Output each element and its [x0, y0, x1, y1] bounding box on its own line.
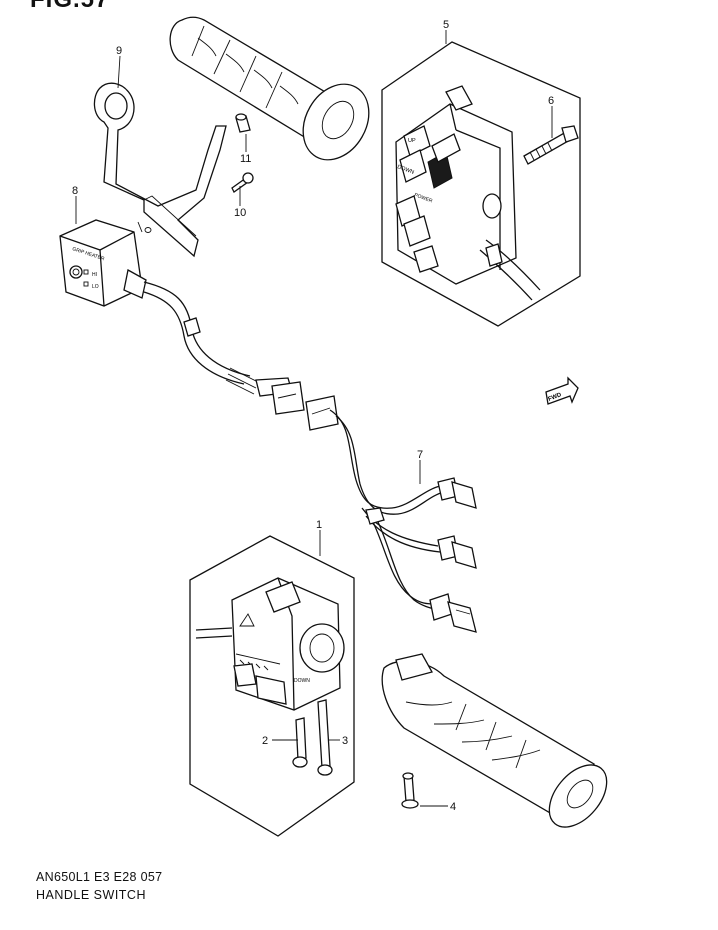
left-switch-assembly: DOWN	[189, 535, 355, 837]
lo-label: LO	[92, 284, 99, 290]
down-label-left: DOWN	[294, 678, 310, 684]
callout-5: 5	[443, 19, 449, 31]
callout-8: 8	[72, 185, 78, 197]
spacer-collar	[235, 113, 251, 133]
right-handlebar-grip	[381, 653, 608, 828]
hi-label: HI	[92, 272, 97, 278]
bracket-screw	[231, 172, 254, 193]
callout-3: 3	[342, 735, 348, 747]
model-code: AN650L1 E3 E28 057	[36, 870, 163, 884]
callout-leader-lines	[75, 30, 553, 807]
callout-2: 2	[262, 735, 268, 747]
callout-6: 6	[548, 95, 554, 107]
right-switch-assembly: UP DOWN POWER	[381, 41, 581, 327]
heater-switch-bracket	[93, 82, 227, 258]
up-label: UP	[408, 138, 416, 144]
grip-end-screw	[401, 772, 419, 809]
grip-heater-switch: GRIP HEATER HI LO	[59, 219, 147, 307]
callout-7: 7	[417, 449, 423, 461]
callout-1: 1	[316, 519, 322, 531]
down-label-right: DOWN	[396, 164, 414, 176]
switch-screw-long-left	[317, 699, 333, 776]
switch-screw-long	[523, 125, 579, 165]
forward-direction-indicator: FWD	[545, 376, 579, 405]
figure-title: FIG.57	[30, 0, 109, 14]
callout-10: 10	[234, 207, 246, 219]
left-handlebar-grip	[169, 16, 370, 161]
figure-caption: HANDLE SWITCH	[36, 888, 146, 902]
heater-wire-harness	[143, 281, 477, 633]
callout-4: 4	[450, 801, 456, 813]
callout-11: 11	[240, 153, 251, 165]
callout-9: 9	[116, 45, 122, 57]
switch-screw-short	[292, 717, 308, 768]
fwd-label: FWD	[548, 392, 564, 403]
